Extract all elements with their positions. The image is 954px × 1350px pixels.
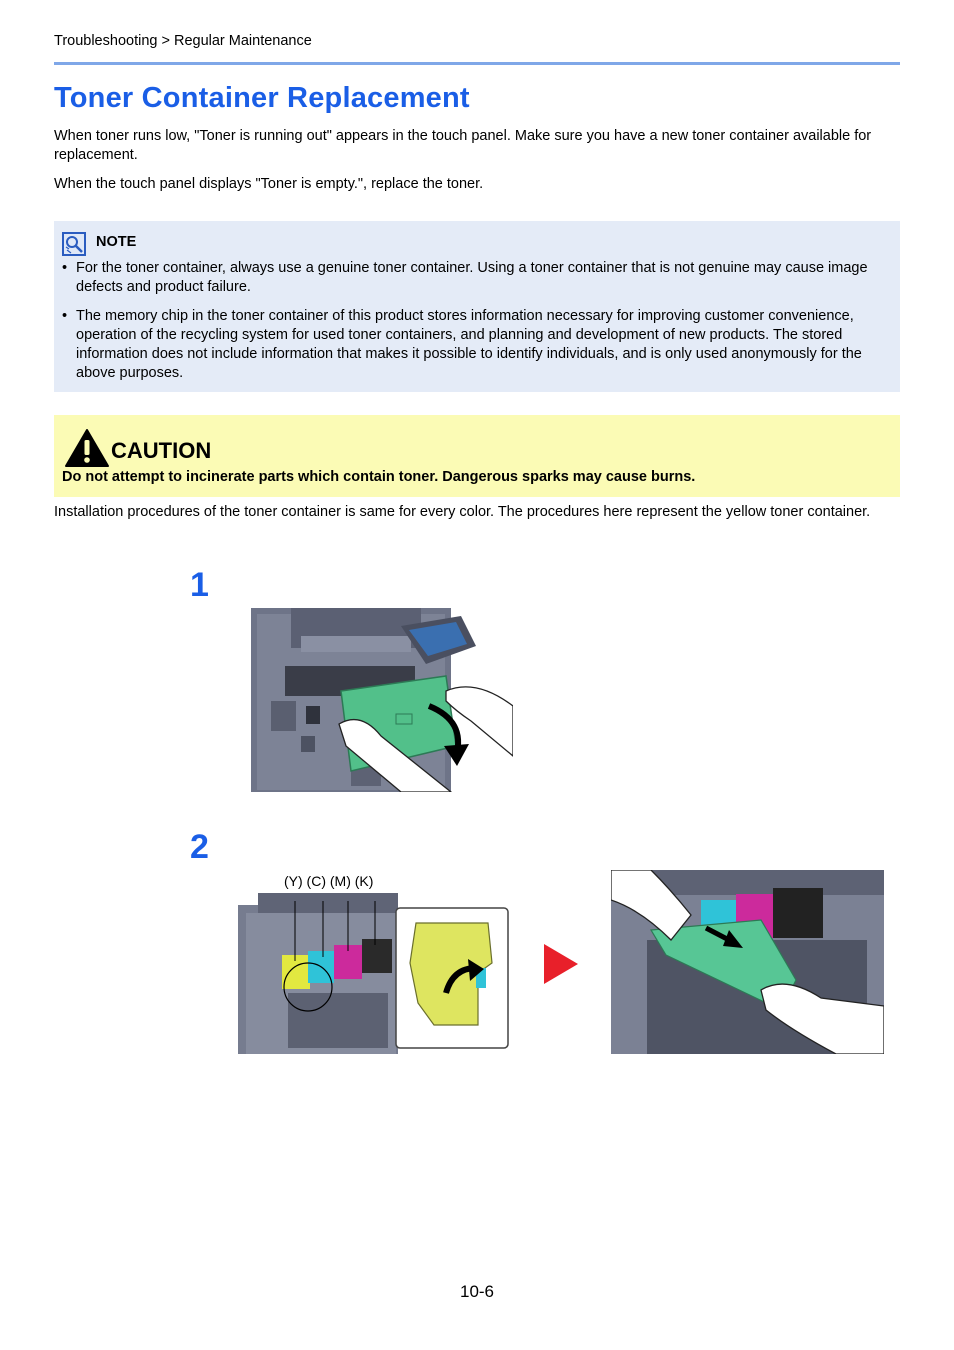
header-rule [54,62,900,65]
intro-paragraph-2: When the touch panel displays "Toner is … [54,176,484,192]
note-item-text: The memory chip in the toner container o… [76,308,862,381]
note-label: NOTE [96,234,137,250]
warning-triangle-icon [64,428,110,468]
step-number: 1 [190,566,209,604]
breadcrumb: Troubleshooting > Regular Maintenance [54,33,312,49]
step-2-toner-location-illustration [238,893,510,1054]
step-number: 2 [190,828,209,866]
install-note: Installation procedures of the toner con… [54,504,871,520]
note-box: NOTE •For the toner container, always us… [54,221,900,392]
toner-color-labels: (Y) (C) (M) (K) [284,873,374,889]
caution-label: CAUTION [111,438,212,463]
step-1-illustration [251,606,513,792]
next-arrow-icon [544,944,580,984]
caution-text: Do not attempt to incinerate parts which… [62,469,696,485]
note-item: •The memory chip in the toner container … [62,307,892,383]
step-2-remove-toner-illustration [611,870,884,1054]
note-icon [62,232,86,256]
note-item: •For the toner container, always use a g… [62,259,892,297]
intro-paragraph-1: When toner runs low, "Toner is running o… [54,128,872,163]
page-title: Toner Container Replacement [54,82,470,114]
caution-box: CAUTION Do not attempt to incinerate par… [54,415,900,497]
note-item-text: For the toner container, always use a ge… [76,260,868,295]
page-number: 10-6 [459,1282,495,1301]
